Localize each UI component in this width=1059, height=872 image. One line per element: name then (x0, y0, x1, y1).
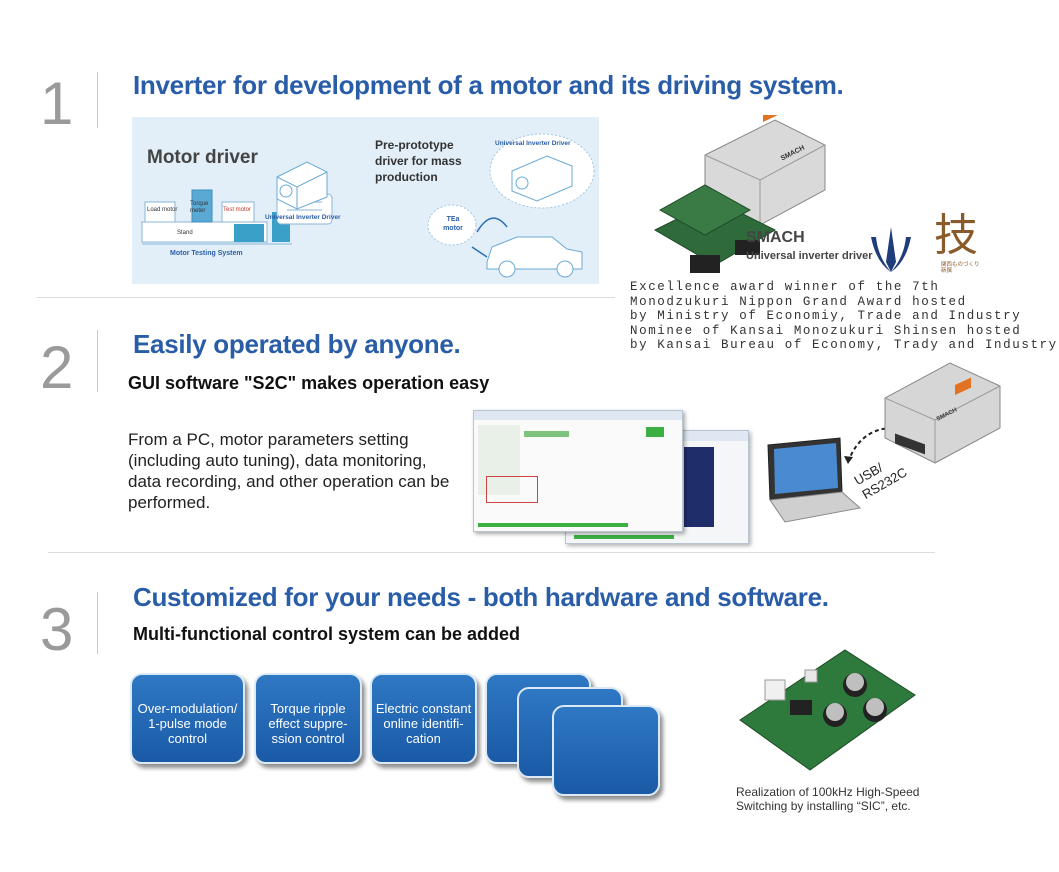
award-text: Excellence award winner of the 7th Monod… (630, 280, 1058, 353)
stand-label: Stand (177, 230, 193, 236)
board-caption: Realization of 100kHz High-Speed Switchi… (736, 785, 920, 813)
monodzukuri-award-logo (871, 227, 911, 272)
section-2-number: 2 (40, 334, 74, 401)
section-3-divider (97, 592, 98, 654)
section-3-number: 3 (40, 596, 74, 663)
section-1-separator (37, 297, 615, 298)
motor-driver-diagram: Motor driver Pre-prototype driver for ma… (132, 117, 599, 284)
tea-motor-and-car-illustration (427, 204, 583, 278)
laptop-illustration (767, 437, 862, 523)
torque-meter-label: Torque meter (190, 201, 209, 214)
award-line: by Ministry of Economiy, Trade and Indus… (630, 309, 1022, 324)
section-2-separator (48, 552, 935, 553)
tea-motor-label: TEa motor (443, 216, 463, 232)
feature-box-electric-constant: Electric constant online identifi- catio… (370, 673, 477, 764)
smach-brand: SMACH (746, 229, 805, 246)
sic-board-photo (739, 649, 916, 771)
motor-driver-label: Motor driver (147, 147, 258, 168)
smach-product-name: Universal inverter driver (746, 250, 873, 262)
section-1-number: 1 (40, 70, 74, 137)
kansai-logo-caption: 関西ものづくり新撰 (941, 262, 980, 274)
section-3-subtitle: Multi-functional control system can be a… (133, 624, 521, 644)
kansai-logo-kanji: 技 (934, 210, 978, 261)
test-motor-label: Test motor (223, 207, 252, 213)
testing-system-label: Motor Testing System (170, 250, 243, 257)
gui-screenshot-front (473, 410, 683, 532)
universal-driver-illustration-left (276, 161, 328, 210)
award-line: by Kansai Bureau of Economy, Trady and I… (630, 338, 1058, 353)
universal-driver-right-label: Universal Inverter Driver (495, 140, 571, 147)
section-2-body: From a PC, motor parameters setting (inc… (128, 430, 450, 512)
section-1-title: Inverter for development of a motor and … (133, 70, 844, 100)
award-line: Nominee of Kansai Monozukuri Shinsen hos… (630, 323, 1022, 338)
section-1-divider (97, 72, 98, 128)
feature-box-torque-ripple: Torque ripple effect suppre- ssion contr… (254, 673, 362, 764)
award-line: Monodzukuri Nippon Grand Award hosted (630, 294, 967, 309)
preproto-driver-cloud (489, 133, 595, 209)
feature-box-overmodulation: Over-modulation/ 1-pulse mode control (130, 673, 245, 764)
preproto-label: Pre-prototype driver for mass production (375, 138, 462, 184)
smach-driver-small-photo (884, 362, 1001, 464)
section-2-divider (97, 330, 98, 392)
award-line: Excellence award winner of the 7th (630, 280, 940, 294)
smach-driver-photo (653, 115, 826, 273)
section-3-title: Customized for your needs - both hardwar… (133, 582, 829, 612)
section-2-title: Easily operated by anyone. (133, 329, 461, 359)
universal-driver-left-label: Universal Inverter Driver (265, 214, 341, 221)
feature-box-placeholder-3 (552, 705, 660, 796)
load-motor-label: Load motor (147, 207, 178, 213)
section-2-subtitle: GUI software "S2C" makes operation easy (128, 373, 490, 393)
